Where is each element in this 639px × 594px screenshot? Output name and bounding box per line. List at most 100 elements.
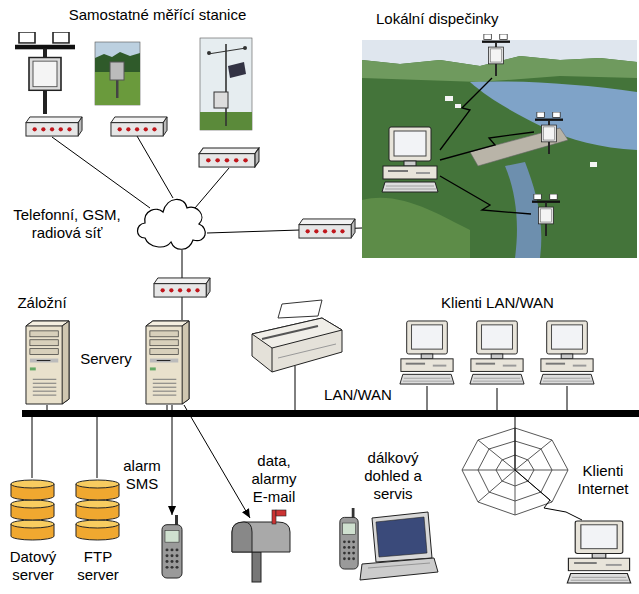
mailbox-icon (232, 510, 290, 582)
dam-photo-part (440, 78, 492, 150)
laptop-icon (340, 508, 438, 580)
laptop-icon-part (372, 512, 432, 562)
dam-photo-part (445, 96, 453, 101)
connector-line (184, 405, 250, 518)
station-photo-part (208, 48, 246, 54)
laptop-icon-part (360, 558, 438, 580)
internet-web-part (515, 470, 516, 515)
internet-computer-part (567, 521, 630, 583)
client-computer-part (540, 321, 594, 384)
dam-photo-part (455, 104, 461, 108)
database-icon-part (76, 480, 119, 540)
station-photo-part (214, 92, 228, 108)
phone-icon (162, 515, 182, 578)
node-label: data, alarmy E-mail (248, 452, 300, 506)
client-computer-part (567, 386, 568, 410)
mailbox-icon-part (232, 522, 290, 552)
server-icon (26, 321, 189, 404)
node-label: Samostatné měřící stanice (50, 6, 265, 24)
station-photo-part (110, 62, 124, 80)
station-photo-part (95, 42, 140, 105)
laptop-icon-part (340, 508, 358, 569)
dispatch-photo: Lokální dispečinky (362, 40, 637, 258)
modem-icon-part (154, 278, 210, 297)
node-label: alarm SMS (120, 457, 164, 493)
cloud-shape (135, 198, 207, 250)
database-icon (11, 480, 119, 540)
printer-icon-part (262, 326, 318, 339)
station-group: Samostatné měřící stanice (10, 30, 265, 136)
lan-bus: LAN/WAN (22, 410, 639, 417)
node-label: dálkový dohled a servis (357, 449, 429, 503)
dam-photo-part (382, 127, 438, 192)
connector-line (137, 136, 173, 198)
node-label: Záložní (11, 294, 73, 312)
modem-icon-part (26, 117, 82, 136)
service-laptop: dálkový dohled a servis (335, 505, 435, 587)
station-photo-part (207, 51, 211, 55)
station-photo-part (225, 44, 227, 126)
backup-server: Záložní (25, 320, 70, 405)
printer-icon-part (295, 366, 296, 410)
lan-clients: Klienti LAN/WAN (395, 318, 600, 388)
dam-photo-part (440, 132, 534, 160)
printer-icon-part (272, 348, 273, 372)
internet-client: Klienti Internet (565, 520, 633, 585)
phone-icon-part (162, 515, 182, 578)
mailbox-icon-part (272, 510, 276, 524)
client-computer-part (470, 321, 524, 384)
server-icon-part (146, 321, 189, 404)
node-label: Telefonní, GSM, radiová síť (3, 206, 131, 242)
sms-phone: alarm SMS (160, 515, 184, 579)
dam-photo-part (440, 176, 531, 214)
dam-photo (362, 34, 637, 258)
printer-icon-part (278, 300, 322, 318)
connector-line (497, 388, 498, 410)
dam-photo-part (532, 194, 560, 236)
connector-line (32, 417, 33, 478)
mailbox-icon-part (276, 510, 286, 516)
station-photo (200, 38, 252, 130)
internet-web-part (515, 440, 552, 470)
database-icon-part (11, 480, 54, 540)
dam-photo-part (362, 40, 637, 258)
laptop-icon-part (376, 517, 427, 557)
dam-photo-part (362, 198, 470, 258)
printer-icon-part (252, 318, 342, 348)
connector-line (515, 417, 582, 520)
dam-photo-part (535, 112, 563, 154)
node-label: Lokální dispečinky (376, 10, 546, 28)
server-icon-part (26, 321, 69, 404)
client-computer-part (400, 321, 454, 384)
printer-icon-part (252, 318, 342, 372)
node-label: Datový server (7, 548, 59, 584)
weather-station-part (15, 32, 75, 114)
node-label: FTP server (72, 548, 124, 584)
laptop-icon-part (368, 563, 430, 568)
station-photo-part (116, 78, 119, 98)
station-photo (95, 42, 140, 105)
illustration-part (195, 168, 229, 208)
node-label: LAN/WAN (320, 386, 396, 404)
client-computer-part (427, 386, 428, 410)
cloud-outline (138, 199, 206, 249)
printer-icon-part (278, 344, 336, 358)
mailbox: data, alarmy E-mail (228, 518, 292, 582)
connector-line (172, 405, 173, 515)
connector-line (97, 417, 98, 478)
dam-photo-part (505, 162, 541, 258)
internet-computer (567, 521, 630, 583)
mailbox-icon-part (232, 522, 252, 552)
internet-web-part (478, 440, 515, 470)
network-cloud: Telefonní, GSM, radiová síť (135, 198, 207, 250)
station-photo-part (200, 38, 252, 130)
node-label: Klienti LAN/WAN (395, 294, 600, 312)
weather-station (15, 32, 75, 114)
dam-photo-part (590, 162, 597, 167)
node-label: Servery (73, 350, 139, 368)
modem-icon-part (299, 219, 355, 238)
client-computer (400, 321, 594, 410)
illustration-part (52, 137, 150, 208)
station-photo-part (243, 46, 247, 50)
